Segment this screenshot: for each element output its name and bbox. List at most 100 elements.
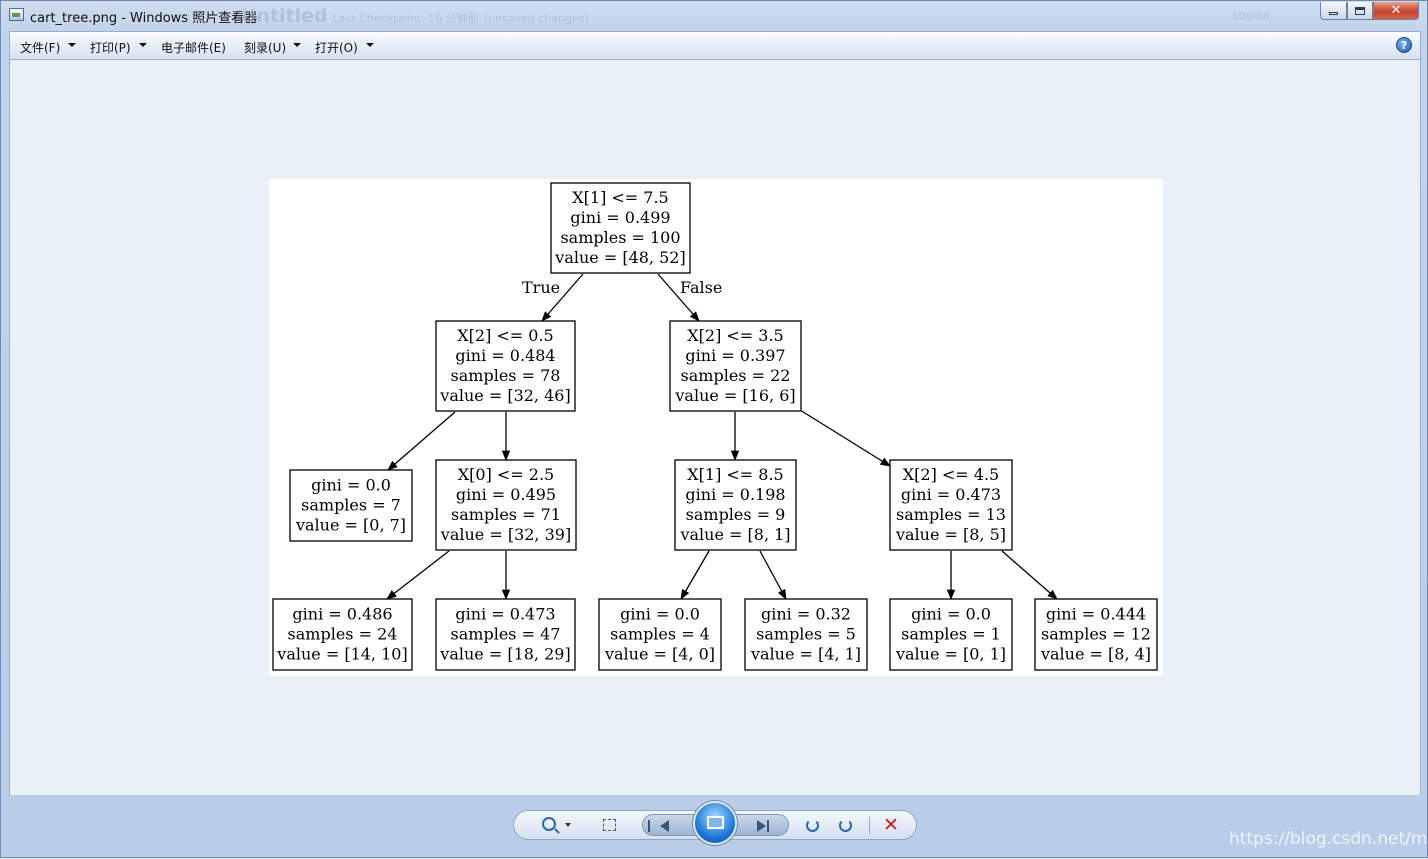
tree-node-text: value = [0, 7] [295,516,406,535]
tree-node-box [598,598,722,671]
fit-to-window-icon[interactable] [603,819,616,831]
menu-print[interactable]: 打印(P) [90,41,131,55]
tree-node-box [744,598,868,671]
tree-node-box [889,598,1013,671]
ghost-logout: Logout [1233,9,1271,22]
tree-node-box [289,469,413,542]
tree-node-text: X[1] <= 7.5 [572,188,668,207]
tree-node-text: X[0] <= 2.5 [458,465,554,484]
ghost-status: (unsaved changes) [483,12,589,25]
tree-node-box [669,320,802,412]
tree-node-text: gini = 0.0 [620,605,700,624]
help-icon[interactable]: ? [1396,37,1412,53]
rotate-counterclockwise-icon[interactable] [806,819,819,832]
tree-node-text: samples = 9 [686,505,786,524]
tree-node-text: value = [4, 0] [604,645,715,664]
ghost-title: Untitled [241,5,328,27]
tree-node-text: value = [18, 29] [439,645,570,664]
tree-node-text: gini = 0.198 [685,485,785,504]
tree-node-text: samples = 1 [901,625,1001,644]
delete-icon[interactable]: ✕ [883,814,899,836]
tree-edge-n5-n10 [759,550,787,600]
menu-bar: 文件(F) 打印(P) 电子邮件(E) 刻录(U) 打开(O) ? [9,31,1421,60]
menu-email[interactable]: 电子邮件(E) [161,41,226,55]
bottom-toolbar: ✕ https://blog.csdn.net/mule2 [1,795,1428,859]
tree-node-text: gini = 0.397 [685,346,785,365]
title-bar[interactable]: cart_tree.png - Windows 照片查看器 Untitled L… [1,1,1427,31]
window-title: cart_tree.png - Windows 照片查看器 [30,11,258,26]
tree-node-text: value = [14, 10] [276,645,407,664]
tree-node-text: X[2] <= 4.5 [903,465,999,484]
menu-file[interactable]: 文件(F) [20,41,61,55]
tree-node-text: value = [48, 52] [554,248,685,267]
chevron-down-icon[interactable] [565,823,571,827]
tree-node-text: value = [8, 1] [679,525,790,544]
tree-edge-n5-n9 [680,550,710,600]
tree-node-box [435,320,576,412]
tree-edge-n2-n6 [799,409,891,467]
tree-node-text: gini = 0.32 [761,605,851,624]
tree-node-text: gini = 0.473 [455,605,555,624]
tree-node-text: samples = 78 [451,366,561,385]
viewer-controls: ✕ [513,801,917,845]
tree-node-text: gini = 0.484 [455,346,555,365]
close-icon: ✕ [1390,3,1402,18]
tree-node-text: gini = 0.495 [456,485,556,504]
tree-node-box [1034,598,1158,671]
previous-icon[interactable] [648,820,669,832]
tree-node-text: samples = 12 [1041,625,1151,644]
menu-open[interactable]: 打开(O) [315,41,358,55]
tree-node-text: gini = 0.486 [292,605,392,624]
tree-node-text: gini = 0.0 [911,605,991,624]
tree-edge-n0-n1 [541,273,584,322]
tree-node-box [674,459,797,551]
tree-node-text: gini = 0.444 [1046,605,1146,624]
close-button[interactable]: ✕ [1373,2,1419,20]
zoom-icon[interactable] [542,817,556,831]
minimize-button[interactable] [1320,2,1347,20]
tree-node-text: samples = 47 [451,625,561,644]
menu-burn[interactable]: 刻录(U) [244,41,287,55]
slideshow-icon [707,816,724,829]
tree-node-text: value = [8, 4] [1040,645,1151,664]
tree-node-text: X[2] <= 0.5 [457,326,553,345]
ghost-checkpoint: Last Checkpoint: 16 分钟前 [332,12,479,25]
chevron-down-icon[interactable] [366,43,374,47]
tree-node-text: gini = 0.499 [570,208,670,227]
tree-edges [386,273,1058,601]
app-icon [9,8,24,21]
background-window-ghost: Untitled Last Checkpoint: 16 分钟前 (unsave… [241,5,589,27]
chevron-down-icon[interactable] [293,43,301,47]
maximize-button[interactable] [1347,2,1373,20]
tree-node-text: samples = 5 [756,625,856,644]
toolbar-separator [869,817,870,834]
tree-node-text: samples = 22 [681,366,791,385]
tree-node-text: samples = 24 [288,625,398,644]
tree-node-text: X[1] <= 8.5 [687,465,783,484]
slideshow-button[interactable] [693,801,737,845]
chevron-down-icon[interactable] [139,43,147,47]
tree-node-text: gini = 0.0 [311,476,391,495]
tree-node-text: gini = 0.473 [901,485,1001,504]
edge-label-false: False [680,278,722,297]
tree-edge-n4-n7 [386,550,450,600]
tree-node-text: X[2] <= 3.5 [687,326,783,345]
rotate-clockwise-icon[interactable] [839,819,852,832]
tree-node-text: value = [32, 39] [440,525,571,544]
tree-node-text: value = [0, 1] [895,645,1006,664]
chevron-down-icon[interactable] [68,43,76,47]
tree-edge-n6-n12 [1001,550,1058,600]
next-icon[interactable] [757,820,769,832]
